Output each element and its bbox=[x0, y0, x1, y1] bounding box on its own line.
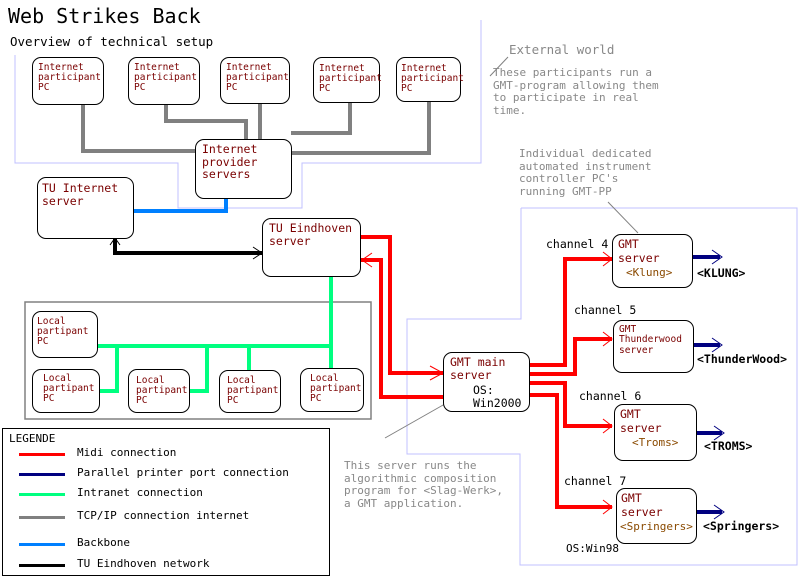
instrument-springers: <Springers> bbox=[703, 519, 780, 533]
legend-swatch-intranet bbox=[19, 493, 65, 496]
channel-label-7: channel 7 bbox=[564, 474, 627, 488]
internet-participant-pc-3[interactable]: Internet participant PC bbox=[220, 57, 290, 104]
legend: LEGENDE Midi connection Parallel printer… bbox=[2, 428, 330, 576]
midi-links bbox=[361, 235, 612, 509]
parallel-links bbox=[693, 249, 725, 520]
local-participant-pc-3[interactable]: Local partipant PC bbox=[128, 369, 190, 413]
instrument-troms: <TROMS> bbox=[704, 439, 753, 453]
dedicated-pc-note: Individual dedicated automated instrumen… bbox=[519, 147, 652, 198]
gmt-server-springers[interactable]: GMT server <Springers> bbox=[616, 488, 697, 544]
page-title: Web Strikes Back bbox=[8, 4, 201, 28]
internet-participant-pc-1[interactable]: Internet participant PC bbox=[32, 57, 104, 105]
local-participant-pc-5[interactable]: Local partipant PC bbox=[300, 368, 364, 412]
midi-channel-5 bbox=[530, 337, 612, 376]
midi-tu-to-main bbox=[361, 235, 444, 375]
node-label: Internet participant PC bbox=[401, 63, 464, 94]
internet-participant-pc-4[interactable]: Internet participant PC bbox=[313, 57, 382, 103]
node-label: Internet participant PC bbox=[134, 62, 197, 93]
legend-title: LEGENDE bbox=[9, 432, 56, 445]
tcpip-link-1 bbox=[81, 105, 196, 153]
legend-swatch-parallel bbox=[19, 473, 65, 476]
external-world-label: External world bbox=[509, 42, 615, 57]
local-participant-pc-2[interactable]: Local partipant PC bbox=[32, 369, 100, 413]
node-label: GMT server bbox=[621, 491, 663, 519]
legend-swatch-backbone bbox=[19, 543, 65, 546]
internet-provider-servers[interactable]: Internet provider servers bbox=[195, 139, 292, 199]
main-server-note: This server runs the algorithmic composi… bbox=[344, 459, 503, 510]
legend-label: Midi connection bbox=[77, 446, 177, 459]
legend-swatch-tu-network bbox=[19, 564, 65, 567]
tu-eindhoven-server[interactable]: TU Eindhoven server bbox=[262, 218, 361, 277]
legend-label: TCP/IP connection internet bbox=[77, 509, 250, 522]
node-label: Local partipant PC bbox=[227, 375, 279, 406]
node-label: TU Internet server bbox=[42, 181, 119, 208]
legend-item-backbone: Backbone bbox=[3, 536, 329, 552]
node-label: TU Eindhoven server bbox=[269, 221, 353, 248]
internet-participant-pc-2[interactable]: Internet participant PC bbox=[128, 57, 200, 105]
legend-swatch-tcpip bbox=[19, 516, 65, 519]
node-label: GMT server bbox=[620, 407, 662, 435]
server-subname: <Troms> bbox=[632, 436, 679, 449]
server-subname: <Klung> bbox=[626, 266, 673, 279]
legend-label: Intranet connection bbox=[77, 486, 203, 499]
legend-swatch-midi bbox=[19, 453, 65, 456]
tcpip-link-2 bbox=[164, 105, 248, 140]
legend-item-midi: Midi connection bbox=[3, 446, 329, 462]
tcpip-link-4 bbox=[291, 102, 352, 135]
gmt-server-klung[interactable]: GMT server <Klung> bbox=[612, 234, 693, 288]
tu-internet-server[interactable]: TU Internet server bbox=[37, 177, 134, 239]
node-label: Local partipant PC bbox=[136, 375, 188, 406]
legend-item-parallel: Parallel printer port connection bbox=[3, 466, 329, 482]
node-label: GMT server bbox=[618, 237, 660, 265]
instrument-os: OS:Win98 bbox=[566, 542, 619, 555]
node-label: Internet participant PC bbox=[319, 63, 382, 94]
external-world-note: These participants run a GMT-program all… bbox=[493, 66, 659, 117]
channel-label-5: channel 5 bbox=[574, 303, 637, 317]
internet-participant-pc-5[interactable]: Internet participant PC bbox=[396, 57, 464, 102]
midi-channel-7 bbox=[530, 393, 612, 509]
page-subtitle: Overview of technical setup bbox=[10, 34, 214, 49]
gmt-main-server[interactable]: GMT main server OS: Win2000 bbox=[443, 352, 530, 412]
instrument-thunderwood: <ThunderWood> bbox=[697, 352, 788, 366]
local-network-region bbox=[24, 301, 372, 420]
gmt-server-troms[interactable]: GMT server <Troms> bbox=[614, 404, 697, 461]
node-label: Local partipant PC bbox=[37, 316, 89, 347]
midi-channel-4 bbox=[530, 257, 612, 367]
backbone-link bbox=[133, 197, 228, 213]
midi-channel-6 bbox=[530, 381, 612, 428]
gmt-server-thunderwood[interactable]: GMT Thunderwood server bbox=[613, 320, 694, 373]
server-subname: <Springers> bbox=[620, 520, 693, 533]
local-participant-pc-4[interactable]: Local partipant PC bbox=[219, 370, 281, 413]
legend-item-tcpip: TCP/IP connection internet bbox=[3, 509, 329, 525]
legend-label: Backbone bbox=[77, 536, 130, 549]
node-label: Internet participant PC bbox=[38, 62, 101, 93]
node-label: Internet participant PC bbox=[226, 62, 289, 93]
node-label: Internet provider servers bbox=[202, 142, 258, 182]
node-label: GMT Thunderwood server bbox=[619, 324, 682, 356]
tcpip-links bbox=[81, 101, 431, 155]
channel-label-6: channel 6 bbox=[579, 389, 642, 403]
midi-arrowheads bbox=[361, 251, 613, 515]
legend-label: Parallel printer port connection bbox=[77, 466, 289, 479]
instrument-region bbox=[406, 207, 798, 566]
node-label: GMT main server bbox=[450, 355, 506, 382]
external-world-region bbox=[14, 20, 482, 209]
midi-main-to-tu bbox=[361, 258, 444, 399]
channel-label-4: channel 4 bbox=[546, 237, 609, 251]
legend-item-intranet: Intranet connection bbox=[3, 486, 329, 502]
intranet-links bbox=[98, 277, 333, 393]
node-label: Local partipant PC bbox=[43, 373, 95, 404]
main-server-os: OS: Win2000 bbox=[473, 383, 522, 411]
local-participant-pc-1[interactable]: Local partipant PC bbox=[32, 311, 98, 358]
instrument-klung: <KLUNG> bbox=[697, 266, 746, 280]
tu-network-link bbox=[109, 237, 263, 260]
tcpip-link-5 bbox=[291, 101, 431, 155]
legend-label: TU Eindhoven network bbox=[77, 557, 210, 570]
legend-item-tu-network: TU Eindhoven network bbox=[3, 557, 329, 573]
node-label: Local partipant PC bbox=[310, 373, 362, 404]
